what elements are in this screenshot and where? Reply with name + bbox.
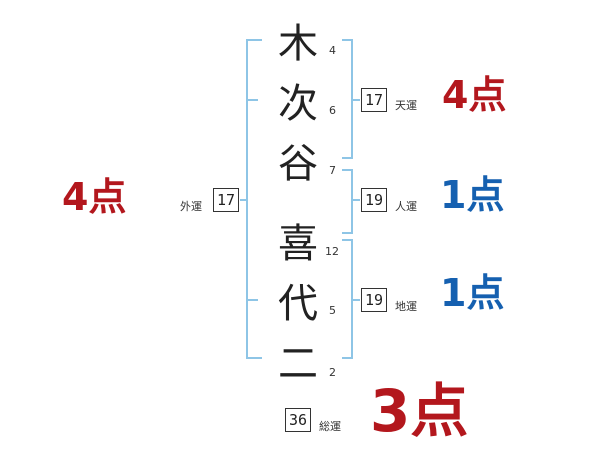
stroke-count: 5 xyxy=(329,304,336,317)
souun-label: 総運 xyxy=(319,420,341,433)
tenun-value-box: 17 xyxy=(361,88,387,112)
jinun-bracket xyxy=(342,169,353,234)
surname-char-2: 次 xyxy=(278,81,318,127)
gaiun-score: 4点 xyxy=(62,175,127,219)
stroke-count: 6 xyxy=(329,104,336,117)
surname-char-1: 木 xyxy=(278,21,318,67)
tenun-score: 4点 xyxy=(442,73,507,117)
stroke-count: 4 xyxy=(329,44,336,57)
souun-score: 3点 xyxy=(370,377,469,445)
outer-bracket xyxy=(246,39,262,359)
given-char-3: 二 xyxy=(278,341,318,387)
souun-value-box: 36 xyxy=(285,408,311,432)
chiun-label: 地運 xyxy=(395,300,417,313)
chiun-score: 1点 xyxy=(440,271,505,315)
tenun-label: 天運 xyxy=(395,99,417,112)
jinun-value-box: 19 xyxy=(361,188,387,212)
surname-char-3: 谷 xyxy=(278,141,318,187)
jinun-score: 1点 xyxy=(440,173,505,217)
gaiun-label: 外運 xyxy=(180,200,202,213)
stroke-count: 7 xyxy=(329,164,336,177)
stroke-count: 12 xyxy=(325,245,339,258)
given-char-2: 代 xyxy=(278,281,318,327)
tenun-bracket xyxy=(342,39,353,159)
gaiun-value-box: 17 xyxy=(213,188,239,212)
given-char-1: 喜 xyxy=(278,221,318,267)
chiun-value-box: 19 xyxy=(361,288,387,312)
jinun-label: 人運 xyxy=(395,200,417,213)
chiun-bracket xyxy=(342,239,353,359)
stroke-count: 2 xyxy=(329,366,336,379)
